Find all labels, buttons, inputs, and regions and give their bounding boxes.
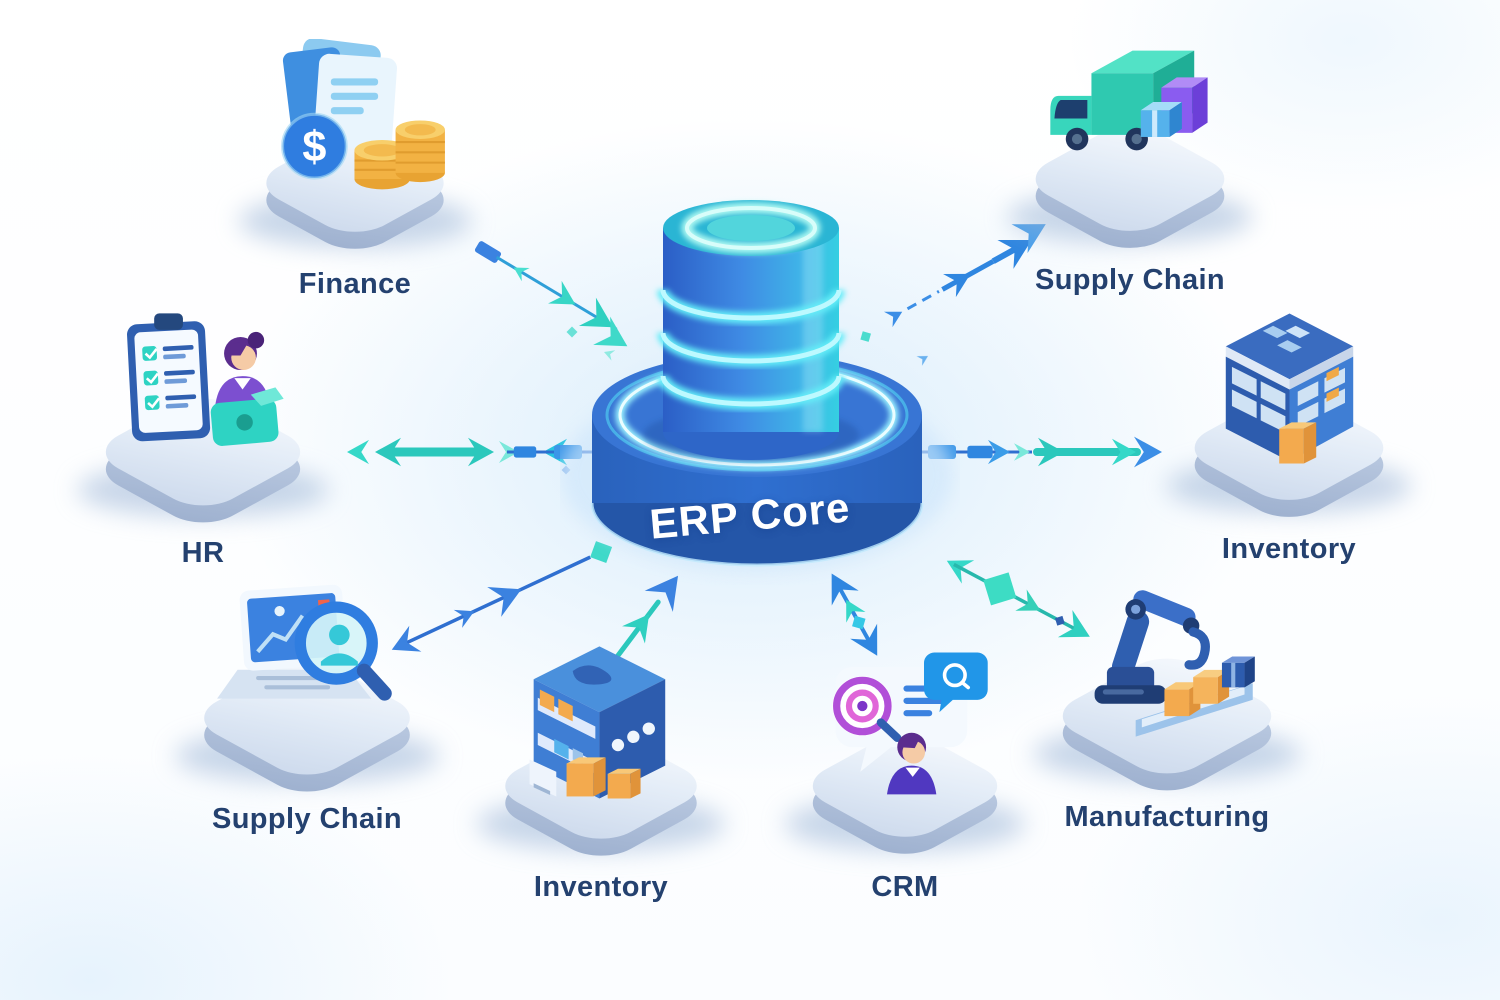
erp-core-hub <box>561 200 953 571</box>
connector-finance-core <box>473 240 636 361</box>
clipboard-person-icon <box>108 293 298 473</box>
connector-core-manufacturing <box>940 549 1098 651</box>
module-label: Inventory <box>533 871 669 903</box>
storage-shelf-boxes-icon <box>506 627 696 807</box>
module-label: CRM <box>871 871 939 903</box>
target-chat-person-icon <box>810 627 1000 807</box>
module-hr: HR <box>73 287 333 587</box>
module-label: Manufacturing <box>1064 801 1270 833</box>
laptop-magnifier-icon <box>212 559 402 739</box>
robot-arm-conveyor-icon <box>1072 557 1262 737</box>
module-label: Inventory <box>1221 533 1357 565</box>
svg-text:$: $ <box>302 124 326 172</box>
connector-core-supply-chain-top <box>857 209 1054 345</box>
module-finance: $ Finance <box>225 18 485 318</box>
finance-documents-coins-icon: $ <box>260 24 450 204</box>
module-manufacturing: Manufacturing <box>1033 551 1301 851</box>
connector-crm-core <box>818 566 891 664</box>
module-label: HR <box>181 537 225 569</box>
module-supply-chain-bottom: Supply Chain <box>175 553 439 853</box>
delivery-truck-icon <box>1035 20 1225 200</box>
warehouse-building-icon <box>1194 289 1384 469</box>
module-inventory-right: Inventory <box>1159 283 1419 583</box>
module-inventory-bottom: Inventory <box>471 621 731 921</box>
module-label: Supply Chain <box>1034 264 1226 296</box>
module-crm: CRM <box>775 621 1035 921</box>
connector-supply-chain-bottom-core <box>385 535 618 663</box>
module-supply-chain-top: Supply Chain <box>1000 14 1260 314</box>
module-label: Supply Chain <box>211 803 403 835</box>
module-label: Finance <box>298 268 412 300</box>
database-icon <box>643 200 859 462</box>
